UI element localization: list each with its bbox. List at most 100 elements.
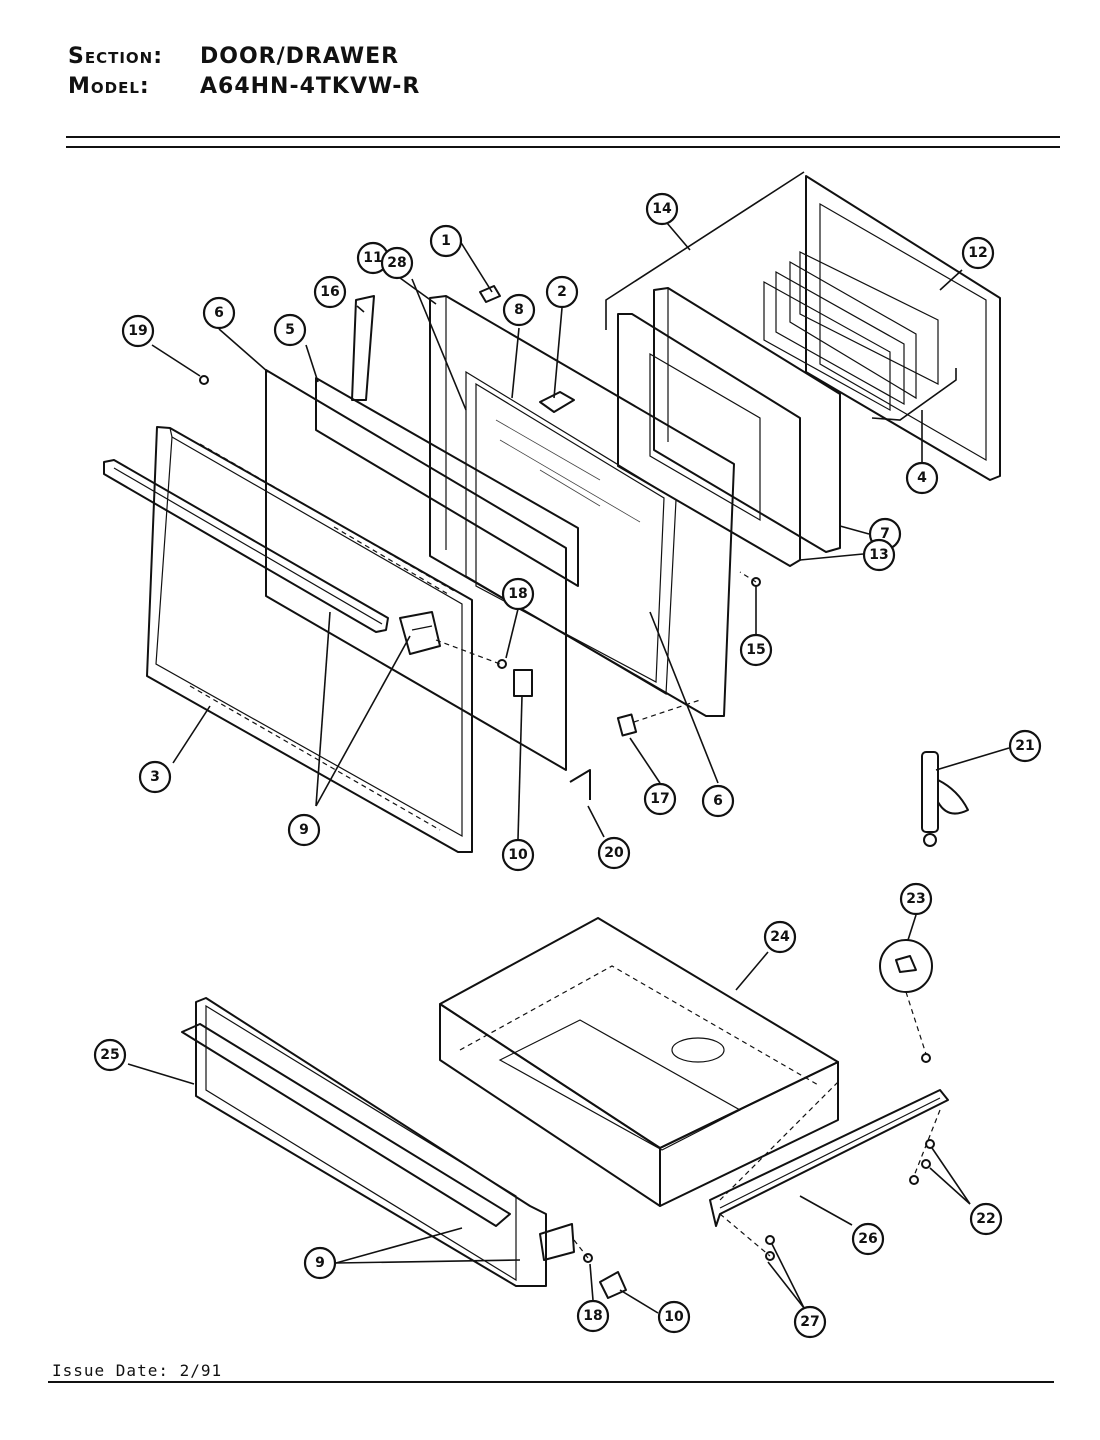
drawer-bracket [539, 1223, 575, 1261]
door-inner-glass-panels [763, 251, 939, 412]
section-value: DOOR/DRAWER [200, 44, 400, 69]
callout-3: 3 [138, 760, 172, 794]
door-glass-pack [653, 287, 841, 553]
drawer-screw-22b [921, 1159, 931, 1169]
callout-label: 6 [713, 793, 723, 809]
callout-label: 23 [906, 891, 925, 907]
callout-6b: 6 [701, 784, 735, 818]
callout-28: 28 [380, 246, 414, 280]
callout-2: 2 [545, 275, 579, 309]
door-small-bracket [616, 713, 638, 737]
callout-label: 21 [1015, 738, 1034, 754]
callout-label: 25 [100, 1047, 119, 1063]
callout-9b: 9 [303, 1246, 337, 1280]
callout-18a: 18 [501, 577, 535, 611]
callout-label: 11 [363, 250, 382, 266]
callout-15: 15 [739, 633, 773, 667]
callout-10a: 10 [501, 838, 535, 872]
dashed-guide [719, 1213, 771, 1257]
door-hinge-bracket [399, 611, 441, 655]
callout-8: 8 [502, 293, 536, 327]
door-handle-trim [103, 459, 389, 633]
dashed-guide [905, 991, 927, 1055]
header-rule-top [66, 136, 1060, 138]
header-rule-bottom [66, 146, 1060, 148]
callout-24: 24 [763, 920, 797, 954]
door-screw-19 [199, 375, 209, 385]
callout-22: 22 [969, 1202, 1003, 1236]
callout-label: 14 [652, 201, 672, 217]
callout-label: 9 [315, 1255, 325, 1271]
leader-lines [127, 222, 1010, 1314]
model-label: Model: [68, 74, 150, 99]
callout-label: 5 [285, 322, 295, 338]
callout-27: 27 [793, 1305, 827, 1339]
drawer-screw-27a [765, 1235, 775, 1245]
callout-label: 19 [128, 323, 147, 339]
footer-rule [48, 1381, 1054, 1383]
callout-label: 18 [583, 1308, 602, 1324]
callout-18b: 18 [576, 1299, 610, 1333]
callout-4: 4 [905, 461, 939, 495]
callout-label: 17 [650, 791, 669, 807]
callout-label: 24 [770, 929, 790, 945]
door-hinge [921, 751, 969, 847]
callout-label: 16 [320, 284, 339, 300]
drawer-screw [921, 1053, 931, 1063]
model-line: Model: A64HN-4TKVW-R [68, 74, 420, 99]
callout-label: 8 [514, 302, 524, 318]
callout-label: 27 [800, 1314, 819, 1330]
callout-label: 20 [604, 845, 624, 861]
drawer-front-panel [181, 997, 547, 1287]
dashed-guide [573, 1239, 589, 1259]
callout-6a: 6 [202, 296, 236, 330]
callout-19: 19 [121, 314, 155, 348]
issue-date: Issue Date: 2/91 [52, 1361, 223, 1380]
drawer-detail-circle [879, 939, 933, 993]
callout-label: 15 [746, 642, 765, 658]
callout-17: 17 [643, 782, 677, 816]
section-label: Section: [68, 44, 164, 69]
door-insulation [315, 377, 579, 587]
door-strip [351, 295, 375, 401]
callout-label: 6 [214, 305, 224, 321]
callout-5: 5 [273, 313, 307, 347]
callout-10b: 10 [657, 1300, 691, 1334]
callout-label: 10 [664, 1309, 684, 1325]
drawer-screw-18 [583, 1253, 593, 1263]
group-bracket-4 [871, 368, 957, 421]
callout-13: 13 [862, 538, 896, 572]
callout-9a: 9 [287, 813, 321, 847]
dashed-guide [435, 639, 501, 665]
model-value: A64HN-4TKVW-R [200, 74, 421, 99]
callout-label: 10 [508, 847, 528, 863]
door-latch [539, 391, 575, 413]
callout-label: 2 [557, 284, 567, 300]
callout-label: 18 [508, 586, 527, 602]
callout-25: 25 [93, 1038, 127, 1072]
callout-label: 28 [387, 255, 406, 271]
callout-label: 7 [880, 526, 890, 542]
callout-label: 12 [968, 245, 987, 261]
callout-12: 12 [961, 236, 995, 270]
callout-20: 20 [597, 836, 631, 870]
dashed-guide [913, 1109, 941, 1177]
callout-label: 26 [858, 1231, 877, 1247]
callout-label: 9 [299, 822, 309, 838]
callout-label: 13 [869, 547, 888, 563]
group-bracket-14 [605, 171, 805, 330]
drawer-screw-22c [909, 1175, 919, 1185]
callout-label: 1 [441, 233, 451, 249]
drawer-label-plate [599, 1271, 627, 1299]
callout-26: 26 [851, 1222, 885, 1256]
door-outer-frame [146, 426, 473, 853]
dashed-guide [719, 1081, 839, 1201]
callout-label: 3 [150, 769, 160, 785]
dashed-guide [633, 699, 701, 723]
callout-label: 4 [917, 470, 927, 486]
callout-16: 16 [313, 275, 347, 309]
door-inner-panel [805, 175, 1001, 481]
door-screw-18 [497, 659, 507, 669]
drawer-screw-27b [765, 1251, 775, 1261]
